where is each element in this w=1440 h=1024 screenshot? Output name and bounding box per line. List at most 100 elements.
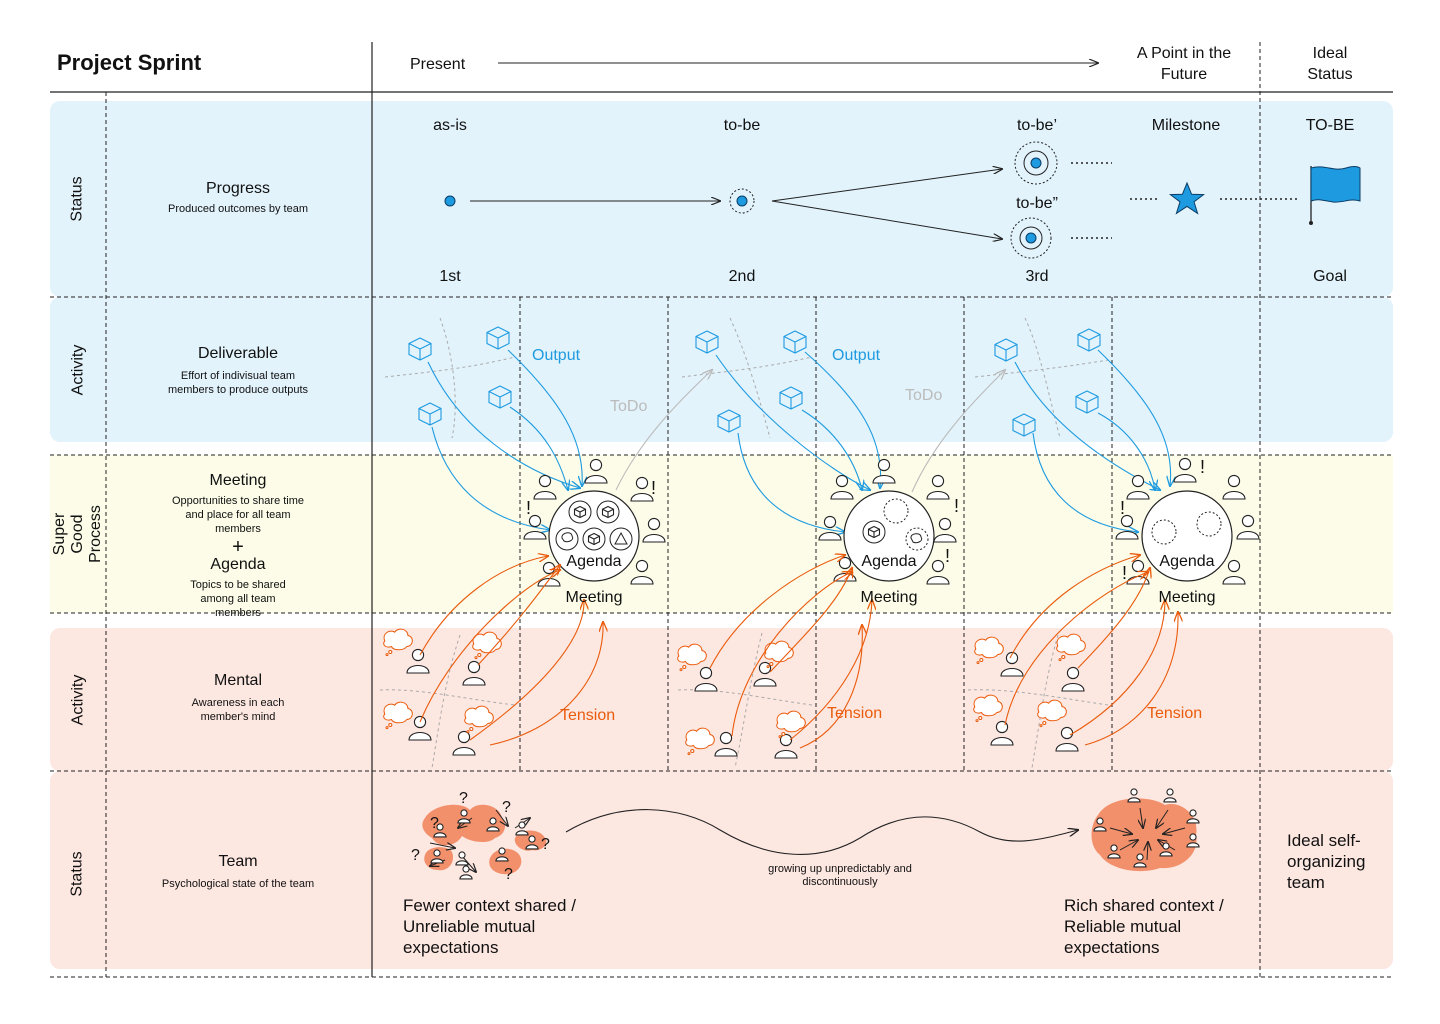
exclaim-4: !	[945, 546, 951, 566]
label-agenda-2: Agenda	[861, 553, 917, 570]
row-label-status-top: Status	[69, 176, 87, 222]
cube-icon	[994, 338, 1018, 362]
person-icon	[1115, 514, 1139, 540]
person-icon	[1236, 514, 1260, 540]
thought-cloud-icon	[677, 643, 707, 672]
label-todo-1: ToDo	[610, 398, 648, 415]
label-output-1: Output	[532, 347, 581, 364]
person-icon	[462, 660, 486, 686]
exclaim-1: !	[651, 478, 657, 498]
team-after-cluster	[1091, 798, 1197, 872]
growth-curve	[565, 809, 1078, 855]
band-status-top	[50, 101, 1393, 297]
cube-icon	[1075, 390, 1099, 414]
row-label-status-bottom: Status	[69, 851, 87, 897]
label-meeting-2: Meeting	[860, 589, 918, 606]
page-title: Project Sprint	[57, 50, 202, 75]
person-icon	[630, 476, 654, 502]
label-agenda-3: Agenda	[1159, 553, 1215, 570]
activity-cross-lines	[384, 317, 1109, 439]
team-ideal-text: Ideal self-organizing team	[1287, 831, 1366, 892]
person-icon	[642, 517, 666, 543]
label-tobe1: to-be’	[1016, 117, 1058, 134]
person-icon	[525, 835, 539, 850]
category-meeting-agenda: Meeting Opportunities to share time and …	[171, 472, 305, 619]
tension-arrows	[419, 555, 1178, 749]
question-2: ?	[502, 799, 511, 816]
label-sprint-1: 1st	[439, 268, 461, 285]
label-meeting-3: Meeting	[1158, 589, 1216, 606]
cube-icon	[867, 525, 881, 539]
header-ideal: Ideal Status	[1307, 45, 1353, 83]
cube-icon	[486, 326, 510, 350]
person-icon	[1186, 833, 1200, 848]
meeting-circle	[548, 490, 640, 582]
question-3: ?	[430, 815, 439, 832]
row-label-activity-top: Activity	[69, 344, 87, 395]
label-meeting-1: Meeting	[565, 589, 623, 606]
band-status-bottom	[50, 771, 1393, 969]
thought-cloud-icon	[973, 694, 1003, 723]
person-icon	[408, 715, 432, 741]
person-icon	[523, 514, 547, 540]
question-5: ?	[411, 847, 420, 864]
exclaim-7: !	[1122, 563, 1128, 583]
thought-cloud-icon	[764, 640, 794, 669]
team-growth-text: growing up unpredictably and discontinuo…	[768, 863, 912, 888]
meeting-circle	[843, 490, 935, 582]
person-icon	[584, 458, 608, 484]
cube-icon	[418, 402, 442, 426]
question-1: ?	[459, 790, 468, 807]
person-icon	[1000, 651, 1024, 677]
mental-cross-lines	[379, 632, 1109, 769]
cube-icon	[1077, 328, 1101, 352]
person-icon	[926, 559, 950, 585]
person-icon	[459, 865, 473, 880]
tobe2-node	[1010, 217, 1052, 259]
asis-node	[444, 195, 456, 207]
header-future: A Point in the Future	[1136, 45, 1232, 83]
person-icon	[515, 821, 529, 836]
row-label-activity-bottom: Activity	[69, 674, 87, 725]
meeting-circle	[1141, 490, 1233, 582]
person-icon	[1055, 726, 1079, 752]
cube-icon	[695, 330, 719, 354]
person-icon	[714, 731, 738, 757]
label-tension-3: Tension	[1147, 705, 1203, 722]
tobe1-node	[1014, 141, 1058, 185]
thought-cloud-icon	[383, 701, 413, 730]
person-icon	[694, 666, 718, 692]
team-before-text: Fewer context shared / Unreliable mutual…	[403, 896, 576, 957]
cube-icon	[408, 337, 432, 361]
person-icon	[818, 515, 842, 541]
person-icon	[1159, 842, 1173, 857]
team-after-text: Rich shared context / Reliable mutual ex…	[1064, 896, 1224, 957]
person-icon	[1093, 817, 1107, 832]
cube-icon	[1012, 413, 1036, 437]
person-icon	[872, 458, 896, 484]
label-tobe2: to-be”	[1016, 195, 1058, 212]
cube-icon	[587, 532, 601, 546]
label-agenda-1: Agenda	[566, 553, 622, 570]
thought-cloud-icon	[1056, 633, 1086, 662]
todo-arrows	[615, 370, 1005, 493]
row-label-process: Super Good Process	[51, 505, 105, 563]
label-output-2: Output	[832, 347, 881, 364]
person-icon	[1163, 788, 1177, 803]
cube-icon	[779, 386, 803, 410]
person-icon	[1061, 666, 1085, 692]
person-icon	[1222, 559, 1246, 585]
thought-cloud-icon	[776, 710, 806, 739]
cube-icon	[717, 409, 741, 433]
label-asis: as-is	[433, 117, 467, 134]
person-icon	[1173, 457, 1197, 483]
person-icon	[933, 517, 957, 543]
band-activity-top	[50, 297, 1393, 442]
thought-cloud-icon	[464, 705, 494, 734]
thought-cloud-icon	[383, 628, 413, 657]
category-deliverable: Deliverable Effort of indivisual team me…	[167, 345, 309, 396]
person-icon	[455, 851, 469, 866]
exclaim-3: !	[954, 496, 960, 516]
label-tobe: to-be	[723, 117, 761, 134]
